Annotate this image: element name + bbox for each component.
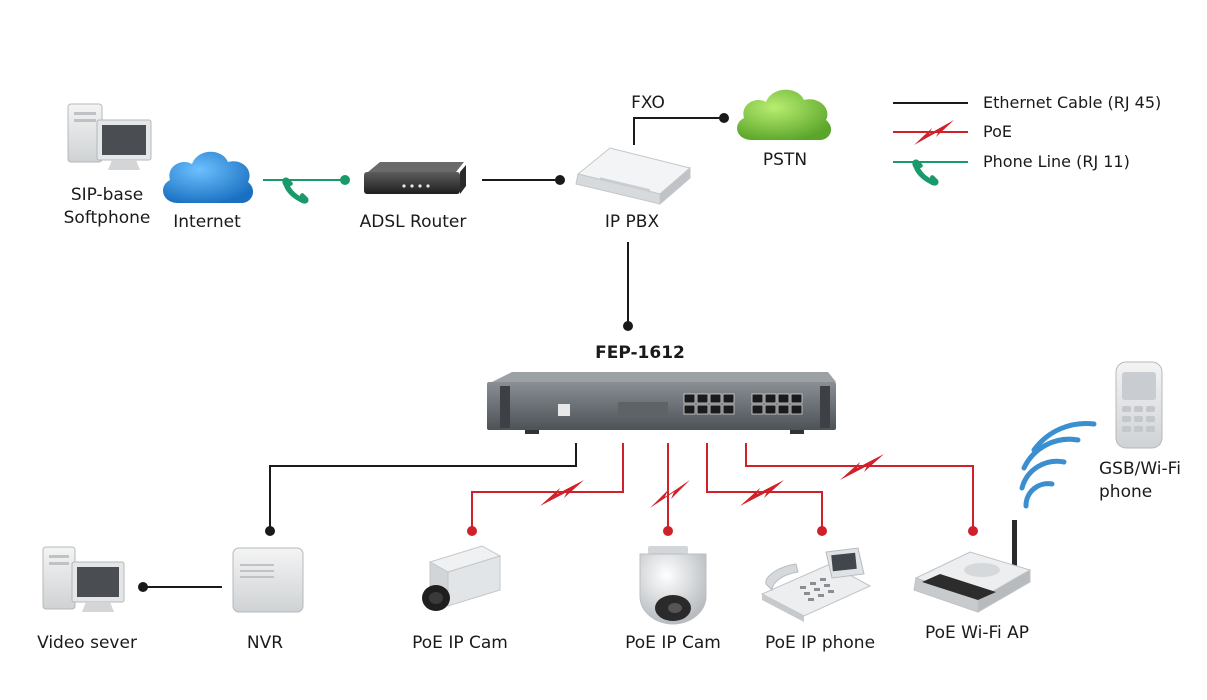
ip-cam-2-label: PoE IP Cam [625,633,721,653]
poe-links [471,443,974,530]
ip-phone-icon [760,547,872,622]
adsl-router-icon [364,162,466,194]
link-switch-cam1 [471,443,624,530]
softphone-pc-icon [67,103,152,170]
phone-handset-icon [912,159,939,186]
internet-cloud-icon [163,151,254,204]
softphone-label: SIP-base Softphone [63,185,151,228]
mobile-phone-label: GSB/Wi-Fi phone [1099,459,1181,502]
ip-phone-label: PoE IP phone [764,633,876,653]
ip-pbx-label: IP PBX [604,212,660,232]
adsl-router-label: ADSL Router [359,212,467,232]
link-switch-phone [706,443,823,530]
legend-phone-label: Phone Line (RJ 11) [983,152,1130,171]
link-switch-ap [745,443,974,530]
nvr-label: NVR [246,633,284,653]
video-server-pc-icon [42,546,125,612]
internet-label: Internet [173,212,241,232]
ethernet-dots [138,113,729,592]
mobile-phone-icon [1115,361,1163,449]
ip-camera-icon [422,545,502,611]
wifi-ap-label: PoE Wi-Fi AP [924,623,1030,643]
phone-line-link [263,175,350,204]
poe-bolt-icon [914,120,954,145]
nvr-icon [232,547,304,613]
link-switch-nvr [269,443,577,530]
ip-pbx-icon [575,147,692,206]
fxo-label: FXO [631,93,665,113]
ethernet-links [143,117,724,588]
legend-ethernet-label: Ethernet Cable (RJ 45) [983,93,1162,112]
dome-camera-icon [639,546,707,625]
switch-label: FEP-1612 [595,343,685,363]
link-pbx-pstn [633,117,724,145]
legend-poe-label: PoE [983,122,1012,141]
pstn-label: PSTN [762,150,808,170]
pstn-cloud-icon [737,89,832,141]
switch-icon [487,372,836,434]
poe-dots [467,526,978,536]
poe-bolt-icons [540,454,884,508]
phone-handset-icon [282,177,309,204]
video-server-label: Video sever [37,633,137,653]
wifi-waves-icon [1019,421,1097,509]
ip-cam-1-label: PoE IP Cam [412,633,508,653]
legend [893,102,968,186]
wifi-ap-icon [913,520,1032,613]
